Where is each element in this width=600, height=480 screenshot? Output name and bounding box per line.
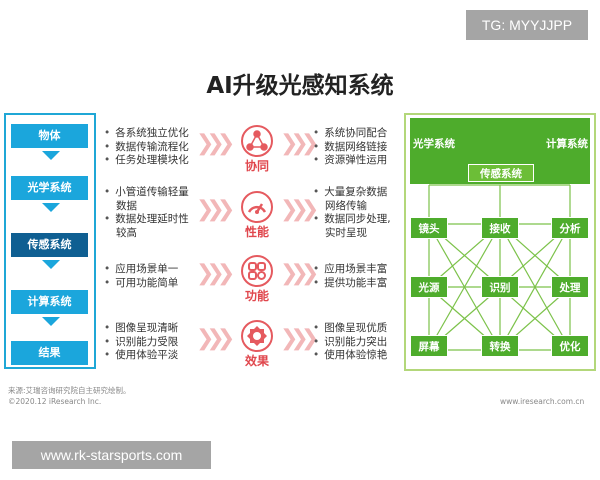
problem-item: 小管道传输轻量: [104, 186, 200, 200]
down-arrow-icon: [42, 260, 60, 269]
stage-box: 光学系统: [11, 176, 88, 200]
gain-item: 使用体验惊艳: [313, 349, 405, 363]
problem-list: 图像呈现清晰识别能力受限使用体验平淡: [104, 322, 200, 363]
badge-icon: [241, 320, 273, 353]
gain-list: 系统协同配合数据网络链接资源弹性运用: [313, 127, 405, 168]
problem-item: 数据传输流程化: [104, 141, 200, 155]
gain-item: 资源弹性运用: [313, 154, 405, 168]
component-box: 光源: [410, 276, 448, 298]
gain-item: 识别能力突出: [313, 336, 405, 350]
gain-item: 网络传输: [325, 199, 367, 212]
problem-item: 识别能力受限: [104, 336, 200, 350]
sensor-system-box: 传感系统: [468, 164, 534, 182]
site-url: www.iresearch.com.cn: [500, 397, 585, 406]
component-box: 识别: [481, 276, 519, 298]
component-box: 接收: [481, 217, 519, 239]
optical-system-box: 光学系统: [413, 138, 455, 150]
source-note: 来源:艾瑞咨询研究院自主研究绘制。: [8, 386, 131, 395]
problem-item: 数据处理延时性: [104, 213, 200, 227]
gain-item: 提供功能丰富: [313, 277, 405, 291]
gain-item: 大量复杂数据: [313, 186, 405, 200]
gain-list: 图像呈现优质识别能力突出使用体验惊艳: [313, 322, 405, 363]
category-label: 功能: [244, 288, 269, 303]
gain-item: 系统协同配合: [313, 127, 405, 141]
problem-item: 任务处理模块化: [104, 154, 200, 168]
gain-item: 数据网络链接: [313, 141, 405, 155]
network-icon: [241, 125, 273, 158]
down-arrow-icon: [42, 203, 60, 212]
chevron-right-icon: ❯❯❯: [280, 326, 319, 352]
problem-item: 各系统独立优化: [104, 127, 200, 141]
component-box: 转换: [481, 335, 519, 357]
category-label: 协同: [244, 159, 269, 174]
component-box: 处理: [551, 276, 589, 298]
gain-item: 应用场景丰富: [313, 263, 405, 277]
problem-list: 应用场景单一可用功能简单: [104, 263, 200, 290]
gain-list: 大量复杂数据网络传输数据同步处理,实时呈现: [313, 186, 405, 240]
problem-item: 图像呈现清晰: [104, 322, 200, 336]
category-label: 性能: [244, 225, 269, 239]
down-arrow-icon: [42, 151, 60, 160]
chevron-right-icon: ❯❯❯: [280, 197, 319, 222]
problem-item: 应用场景单一: [104, 263, 200, 277]
problem-list: 小管道传输轻量数据数据处理延时性较高: [104, 186, 200, 240]
problem-list: 各系统独立优化数据传输流程化任务处理模块化: [104, 127, 200, 168]
stage-box: 物体: [11, 124, 88, 148]
problem-item: 数据: [116, 199, 137, 212]
down-arrow-icon: [42, 317, 60, 326]
chevron-right-icon: ❯❯❯: [280, 260, 319, 286]
gain-list: 应用场景丰富提供功能丰富: [313, 263, 405, 290]
stage-box: 计算系统: [11, 290, 88, 314]
gauge-icon: [241, 191, 273, 223]
compute-system-box: 计算系统: [546, 138, 588, 150]
component-box: 优化: [551, 335, 589, 357]
watermark-url: www.rk-starsports.com: [12, 441, 211, 469]
category-label: 效果: [244, 354, 269, 369]
chevron-right-icon: ❯❯❯: [196, 197, 235, 222]
stage-box: 传感系统: [11, 233, 88, 257]
stage-box: 结果: [11, 341, 88, 365]
apps-icon: [241, 254, 273, 287]
problem-item: 较高: [116, 226, 137, 239]
gain-item: 实时呈现: [325, 226, 367, 239]
chevron-right-icon: ❯❯❯: [196, 260, 235, 286]
component-box: 分析: [551, 217, 589, 239]
chevron-right-icon: ❯❯❯: [280, 131, 319, 157]
copyright: ©2020.12 iResearch Inc.: [8, 397, 102, 406]
watermark-label: TG: MYYJJPP: [466, 10, 588, 40]
gain-item: 图像呈现优质: [313, 322, 405, 336]
problem-item: 使用体验平淡: [104, 349, 200, 363]
component-box: 镜头: [410, 217, 448, 239]
chevron-right-icon: ❯❯❯: [196, 131, 235, 157]
gain-item: 数据同步处理,: [313, 213, 405, 227]
page-title: AI升级光感知系统: [206, 73, 394, 99]
component-box: 屏幕: [410, 335, 448, 357]
chevron-right-icon: ❯❯❯: [196, 326, 235, 352]
problem-item: 可用功能简单: [104, 277, 200, 291]
